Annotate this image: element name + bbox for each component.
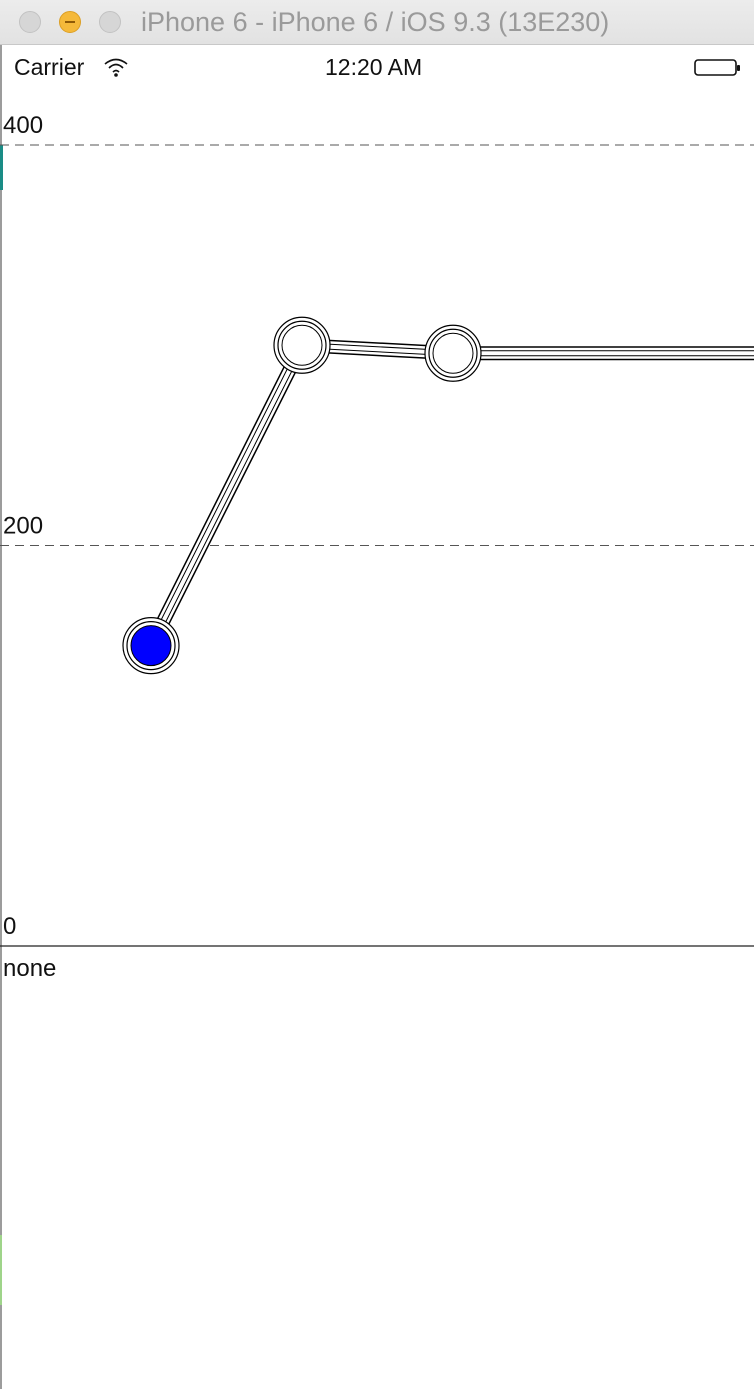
- window-zoom-button[interactable]: [99, 11, 121, 33]
- wifi-icon: [104, 58, 128, 77]
- series-line-inner: [148, 342, 754, 647]
- left-edge-divider: [0, 45, 2, 1389]
- window-close-button[interactable]: [19, 11, 41, 33]
- window-title: iPhone 6 - iPhone 6 / iOS 9.3 (13E230): [141, 7, 610, 37]
- left-edge-accent: [0, 145, 3, 190]
- x-label-text: none: [3, 955, 56, 982]
- series-line-gap: [146, 339, 754, 649]
- data-point-2[interactable]: [273, 316, 331, 374]
- data-point-3[interactable]: [424, 324, 482, 382]
- carrier-label: Carrier: [14, 54, 85, 80]
- data-point-1[interactable]: [122, 617, 180, 675]
- window-titlebar: iPhone 6 - iPhone 6 / iOS 9.3 (13E230): [0, 0, 754, 45]
- battery-icon: [694, 59, 740, 76]
- data-point-fill: [130, 625, 172, 667]
- y-tick-label-200: 200: [3, 513, 43, 540]
- left-edge-accent-lower: [0, 1235, 2, 1305]
- data-point-fill: [432, 332, 474, 374]
- window-minimize-button[interactable]: [59, 11, 81, 33]
- y-tick-label-400: 400: [3, 112, 43, 139]
- y-tick-label-0: 0: [3, 913, 16, 940]
- data-point-fill: [281, 324, 323, 366]
- series-line-outer: [144, 338, 754, 649]
- series-line-core: [149, 343, 754, 647]
- status-time: 12:20 AM: [325, 54, 423, 80]
- ios-status-bar: Carrier 12:20 AM: [0, 45, 754, 87]
